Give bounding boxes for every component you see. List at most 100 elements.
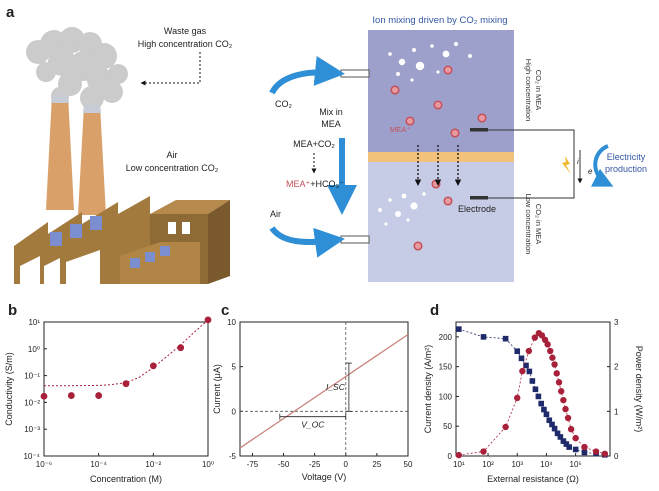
- co2-bubbles: [378, 42, 472, 226]
- power-density-point: [560, 396, 567, 404]
- x-tick-label: 50: [404, 460, 413, 469]
- power-density-point: [549, 354, 556, 361]
- iv-line: [239, 333, 409, 449]
- air-sub-label: Low concentration CO₂: [126, 163, 219, 173]
- co2-inlet-label: CO₂: [275, 99, 293, 109]
- isc-label: I_SC: [326, 382, 346, 392]
- low-concentration-side-label: Low concentration CO₂ in MEA: [524, 194, 543, 255]
- x-axis-label: External resistance (Ω): [487, 474, 579, 484]
- x-axis-label: Concentration (M): [90, 474, 162, 484]
- power-density-point: [538, 332, 546, 339]
- y-tick-label: 100: [439, 392, 453, 401]
- x-tick-label: 10⁻²: [145, 460, 161, 469]
- current-density-point: [532, 386, 539, 393]
- y2-tick-label: 2: [614, 363, 619, 372]
- svg-text:Low concentration: Low concentration: [524, 194, 533, 255]
- power-density-point: [553, 370, 560, 377]
- data-point: [177, 344, 185, 352]
- current-density-point: [529, 378, 536, 384]
- current-density-point: [549, 421, 555, 428]
- electron-symbol: e: [588, 167, 593, 176]
- power-density-point: [592, 448, 600, 455]
- x-tick-label: -50: [278, 460, 290, 469]
- low-concentration-chamber: [368, 162, 514, 282]
- current-density-point: [538, 400, 544, 407]
- current-density-point: [518, 355, 525, 362]
- panel-label-d: d: [430, 302, 440, 319]
- power-density-point: [567, 426, 575, 433]
- power-density-point: [555, 379, 563, 386]
- current-symbol: i: [577, 157, 579, 166]
- x-tick-label: 10³: [511, 460, 523, 469]
- mixing-title: Ion mixing driven by CO₂ mixing: [372, 15, 507, 26]
- y-tick-label: 5: [232, 363, 237, 372]
- y2-tick-label: 3: [614, 318, 619, 327]
- x-tick-label: 10⁴: [540, 460, 553, 469]
- waste-gas-label: Waste gas: [164, 26, 207, 36]
- high-concentration-side-label: High concentration CO₂ in MEA: [524, 59, 543, 122]
- x-tick-label: 10²: [482, 460, 494, 469]
- plot-frame: [43, 321, 209, 457]
- current-density-point: [572, 446, 579, 453]
- y-tick-label: 10¹: [28, 318, 40, 327]
- voc-label: V_OC: [301, 420, 325, 430]
- x-tick-label: -25: [309, 460, 321, 469]
- svg-text:CO₂ in MEA: CO₂ in MEA: [534, 70, 543, 110]
- y-axis-label-left: Current density (A/m²): [424, 345, 433, 434]
- svg-text:CO₂ in MEA: CO₂ in MEA: [534, 204, 543, 244]
- power-density-point: [581, 443, 588, 451]
- current-density-point: [456, 326, 462, 332]
- y-axis-label: Conductivity (S/m): [4, 352, 14, 426]
- bottom-electrode: [470, 196, 488, 200]
- power-density-point: [547, 347, 554, 355]
- x-axis-label: Voltage (V): [302, 472, 347, 482]
- lightning-icon: [562, 156, 571, 174]
- current-density-point: [554, 430, 561, 437]
- x-tick-label: 10⁻⁴: [90, 460, 107, 469]
- factory-building: [14, 196, 230, 284]
- y-tick-label: 0: [232, 407, 237, 416]
- power-density-point: [572, 434, 579, 442]
- current-density-point: [502, 335, 509, 342]
- co2-inlet-arrow: [269, 55, 345, 95]
- power-density-point: [557, 388, 565, 395]
- current-density-point: [543, 411, 550, 418]
- panel-a-schematic: Waste gas High concentration CO₂ Air Low…: [14, 15, 647, 284]
- data-point: [67, 392, 75, 399]
- current-density-line: [458, 328, 605, 456]
- power-density-point: [544, 341, 551, 348]
- y-axis-label-right: Power density (W/m²): [634, 346, 644, 433]
- ion-migration-arrows: [414, 145, 462, 186]
- current-density-point: [535, 393, 542, 400]
- y-axis-label: Current (μA): [212, 364, 222, 414]
- data-point: [40, 392, 48, 400]
- air-inlet-label: Air: [270, 209, 281, 219]
- y-tick-label: -5: [229, 452, 237, 461]
- power-density-point: [601, 450, 609, 457]
- power-density-point: [480, 448, 487, 455]
- mix-label-line1: Mix in: [319, 107, 343, 117]
- waste-gas-sub-label: High concentration CO₂: [138, 39, 233, 49]
- y-tick-label: 10: [227, 318, 236, 327]
- current-density-point: [581, 449, 588, 456]
- power-density-point: [551, 361, 558, 368]
- panel-label-c: c: [221, 302, 230, 319]
- y-tick-label: 10⁰: [28, 345, 40, 354]
- data-point: [149, 362, 157, 370]
- current-density-point: [514, 348, 521, 354]
- data-point: [122, 380, 130, 388]
- air-inlet-arrow: [269, 226, 345, 258]
- smoke-cloud: [26, 27, 128, 110]
- current-density-point: [560, 438, 567, 444]
- panel-label-b: b: [8, 302, 18, 319]
- electricity-arrow: [591, 144, 614, 187]
- x-tick-label: 25: [372, 460, 381, 469]
- data-point: [204, 316, 212, 324]
- power-density-point: [564, 414, 572, 422]
- electricity-label-line1: Electricity: [607, 152, 646, 162]
- waste-gas-pointer: [140, 52, 201, 86]
- x-tick-label: 0: [344, 460, 349, 469]
- power-density-point: [531, 334, 539, 341]
